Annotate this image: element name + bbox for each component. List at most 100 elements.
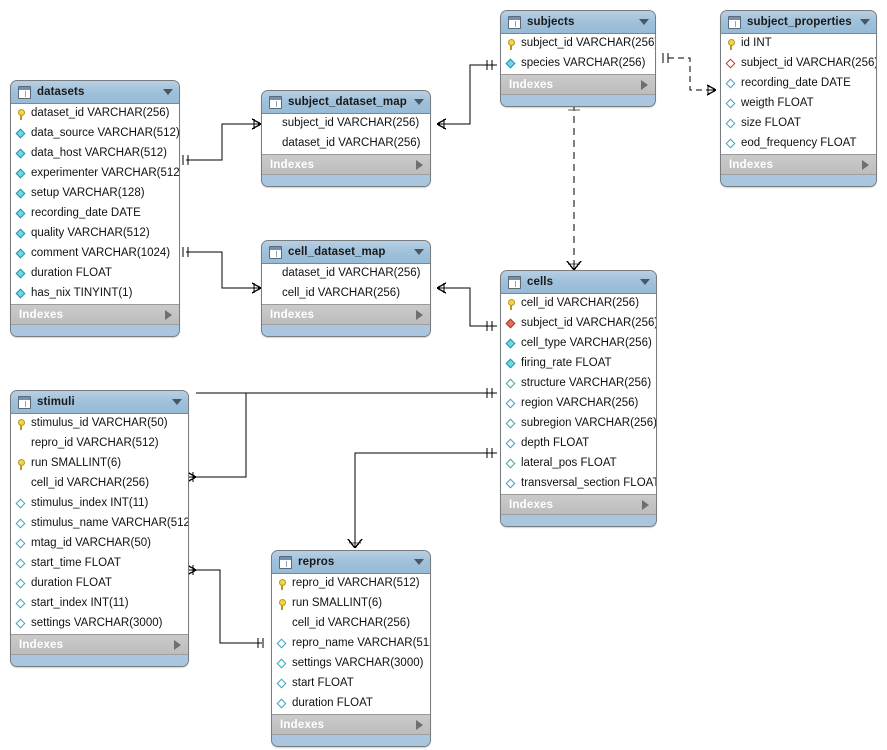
chevron-right-icon[interactable] <box>416 159 423 170</box>
column-row[interactable]: subject_id VARCHAR(256) <box>721 54 876 74</box>
chevron-right-icon[interactable] <box>416 719 423 730</box>
chevron-right-icon[interactable] <box>642 499 649 510</box>
chevron-down-icon[interactable] <box>640 279 650 285</box>
table-header-cells[interactable]: cells <box>501 271 656 294</box>
column-row[interactable]: cell_id VARCHAR(256) <box>262 284 430 304</box>
column-row[interactable]: run SMALLINT(6) <box>11 454 188 474</box>
column-row[interactable]: has_nix TINYINT(1) <box>11 284 179 304</box>
chevron-down-icon[interactable] <box>414 559 424 565</box>
indexes-section-subjects[interactable]: Indexes <box>501 75 655 95</box>
chevron-down-icon[interactable] <box>414 249 424 255</box>
indexes-section-repros[interactable]: Indexes <box>272 715 430 735</box>
column-row[interactable]: data_host VARCHAR(512) <box>11 144 179 164</box>
column-row[interactable]: settings VARCHAR(3000) <box>272 654 430 674</box>
column-label: repro_id VARCHAR(512) <box>31 437 159 450</box>
chevron-right-icon[interactable] <box>641 79 648 90</box>
column-row[interactable]: start_index INT(11) <box>11 594 188 614</box>
column-row[interactable]: repro_name VARCHAR(512) <box>272 634 430 654</box>
column-row[interactable]: stimulus_name VARCHAR(512) <box>11 514 188 534</box>
indexes-section-subject_dataset_map[interactable]: Indexes <box>262 155 430 175</box>
chevron-right-icon[interactable] <box>416 309 423 320</box>
column-row[interactable]: dataset_id VARCHAR(256) <box>11 104 179 124</box>
column-diamond-icon <box>277 639 288 650</box>
column-row[interactable]: comment VARCHAR(1024) <box>11 244 179 264</box>
chevron-down-icon[interactable] <box>163 89 173 95</box>
column-row[interactable]: repro_id VARCHAR(512) <box>11 434 188 454</box>
column-row[interactable]: depth FLOAT <box>501 434 656 454</box>
column-row[interactable]: stimulus_index INT(11) <box>11 494 188 514</box>
column-row[interactable]: start FLOAT <box>272 674 430 694</box>
table-header-cell_dataset_map[interactable]: cell_dataset_map <box>262 241 430 264</box>
indexes-section-cell_dataset_map[interactable]: Indexes <box>262 305 430 325</box>
column-row[interactable]: setup VARCHAR(128) <box>11 184 179 204</box>
column-row[interactable]: subject_id VARCHAR(256) <box>501 34 655 54</box>
column-row[interactable]: transversal_section FLOAT <box>501 474 656 494</box>
column-row[interactable]: experimenter VARCHAR(512) <box>11 164 179 184</box>
indexes-section-subject_properties[interactable]: Indexes <box>721 155 876 175</box>
column-row[interactable]: lateral_pos FLOAT <box>501 454 656 474</box>
table-header-datasets[interactable]: datasets <box>11 81 179 104</box>
column-row[interactable]: repro_id VARCHAR(512) <box>272 574 430 594</box>
table-header-repros[interactable]: repros <box>272 551 430 574</box>
chevron-down-icon[interactable] <box>639 19 649 25</box>
indexes-section-cells[interactable]: Indexes <box>501 495 656 515</box>
table-header-subject_dataset_map[interactable]: subject_dataset_map <box>262 91 430 114</box>
column-row[interactable]: duration FLOAT <box>11 574 188 594</box>
indexes-section-stimuli[interactable]: Indexes <box>11 635 188 655</box>
column-row[interactable]: dataset_id VARCHAR(256) <box>262 264 430 284</box>
column-row[interactable]: run SMALLINT(6) <box>272 594 430 614</box>
chevron-down-icon[interactable] <box>860 19 870 25</box>
column-row[interactable]: duration FLOAT <box>272 694 430 714</box>
column-row[interactable]: cell_id VARCHAR(256) <box>11 474 188 494</box>
column-label: dataset_id VARCHAR(256) <box>282 267 421 280</box>
column-row[interactable]: species VARCHAR(256) <box>501 54 655 74</box>
chevron-right-icon[interactable] <box>862 159 869 170</box>
column-row[interactable]: subject_id VARCHAR(256) <box>501 314 656 334</box>
column-row[interactable]: stimulus_id VARCHAR(50) <box>11 414 188 434</box>
column-row[interactable]: duration FLOAT <box>11 264 179 284</box>
column-label: weigth FLOAT <box>741 97 814 110</box>
primary-key-icon <box>277 578 288 590</box>
column-row[interactable]: recording_date DATE <box>721 74 876 94</box>
column-row[interactable]: firing_rate FLOAT <box>501 354 656 374</box>
column-row[interactable]: subject_id VARCHAR(256) <box>262 114 430 134</box>
column-row[interactable]: mtag_id VARCHAR(50) <box>11 534 188 554</box>
column-row[interactable]: cell_id VARCHAR(256) <box>272 614 430 634</box>
chevron-down-icon[interactable] <box>414 99 424 105</box>
table-icon <box>18 85 31 99</box>
column-row[interactable]: settings VARCHAR(3000) <box>11 614 188 634</box>
primary-key-icon <box>277 598 288 610</box>
column-row[interactable]: cell_type VARCHAR(256) <box>501 334 656 354</box>
table-header-subject_properties[interactable]: subject_properties <box>721 11 876 34</box>
column-row[interactable]: quality VARCHAR(512) <box>11 224 179 244</box>
column-row[interactable]: id INT <box>721 34 876 54</box>
table-datasets[interactable]: datasets dataset_id VARCHAR(256) data_sour… <box>10 80 180 337</box>
column-label: dataset_id VARCHAR(256) <box>31 107 170 120</box>
table-header-stimuli[interactable]: stimuli <box>11 391 188 414</box>
chevron-right-icon[interactable] <box>165 309 172 320</box>
column-row[interactable]: structure VARCHAR(256) <box>501 374 656 394</box>
column-row[interactable]: recording_date DATE <box>11 204 179 224</box>
indexes-section-datasets[interactable]: Indexes <box>11 305 179 325</box>
chevron-down-icon[interactable] <box>172 399 182 405</box>
chevron-right-icon[interactable] <box>174 639 181 650</box>
column-row[interactable]: dataset_id VARCHAR(256) <box>262 134 430 154</box>
column-row[interactable]: subregion VARCHAR(256) <box>501 414 656 434</box>
table-header-subjects[interactable]: subjects <box>501 11 655 34</box>
column-row[interactable]: region VARCHAR(256) <box>501 394 656 414</box>
column-row[interactable]: eod_frequency FLOAT <box>721 134 876 154</box>
column-row[interactable]: data_source VARCHAR(512) <box>11 124 179 144</box>
column-row[interactable]: start_time FLOAT <box>11 554 188 574</box>
column-row[interactable]: cell_id VARCHAR(256) <box>501 294 656 314</box>
table-cell_dataset_map[interactable]: cell_dataset_map dataset_id VARCHAR(256) c… <box>261 240 431 337</box>
column-row[interactable]: size FLOAT <box>721 114 876 134</box>
column-row[interactable]: weigth FLOAT <box>721 94 876 114</box>
primary-key-icon <box>16 458 27 470</box>
